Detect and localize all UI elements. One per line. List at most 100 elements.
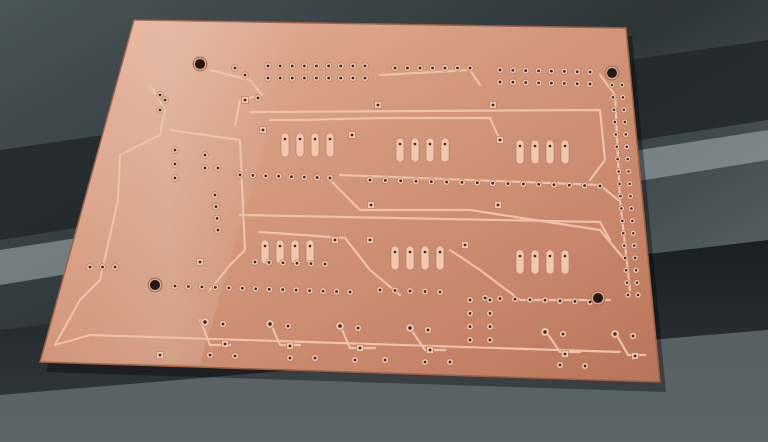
oval-pad <box>395 137 405 163</box>
drill-hole <box>251 174 255 177</box>
drill-hole <box>398 142 402 146</box>
drill-hole <box>629 194 632 198</box>
drill-hole <box>423 290 427 293</box>
drill-hole <box>268 322 272 326</box>
drill-hole <box>393 250 397 254</box>
drill-hole <box>618 182 621 186</box>
drill-hole <box>315 176 319 179</box>
drill-hole <box>588 300 592 304</box>
drill-hole <box>468 298 472 302</box>
drill-hole <box>261 128 265 132</box>
drill-hole <box>491 181 495 185</box>
drill-hole <box>358 346 362 350</box>
drill-hole <box>233 354 237 358</box>
drill-hole <box>363 64 367 68</box>
drill-hole <box>628 182 631 186</box>
drill-hole <box>290 76 294 80</box>
drill-hole <box>408 250 412 254</box>
drill-hole <box>216 166 220 170</box>
drill-hole <box>548 254 552 258</box>
oval-pad <box>425 137 435 163</box>
drill-hole <box>488 325 492 329</box>
drill-hole <box>488 338 492 342</box>
drill-hole <box>293 244 297 248</box>
drill-hole <box>627 170 630 173</box>
drill-hole <box>543 298 547 302</box>
copper-trace <box>543 328 582 354</box>
drill-hole <box>393 289 397 292</box>
drill-hole <box>624 269 628 272</box>
oval-pad <box>325 132 335 158</box>
drill-hole <box>368 238 372 242</box>
drill-hole <box>518 144 522 148</box>
drill-hole <box>621 96 625 99</box>
drill-hole <box>431 66 434 70</box>
oval-pad <box>545 249 555 275</box>
oval-pad <box>440 137 450 163</box>
oval-pad <box>260 239 270 265</box>
drill-hole <box>614 133 618 136</box>
copper-trace <box>208 68 264 127</box>
drill-hole <box>443 66 447 70</box>
oval-pad <box>530 249 540 275</box>
drill-hole <box>543 330 547 334</box>
drill-hole <box>295 261 299 265</box>
drill-hole <box>286 324 290 328</box>
drill-hole <box>460 181 464 184</box>
oval-pad <box>515 249 525 275</box>
drill-hole <box>351 64 355 68</box>
drill-hole <box>214 205 218 209</box>
drill-hole <box>281 288 285 292</box>
copper-trace <box>338 323 377 350</box>
drill-hole <box>552 183 556 187</box>
drill-hole <box>406 66 409 70</box>
drill-hole <box>613 332 617 336</box>
drill-hole <box>267 261 271 264</box>
drill-hole <box>561 332 565 336</box>
drill-hole <box>622 244 626 247</box>
drill-hole <box>254 287 258 291</box>
drill-hole <box>328 137 332 141</box>
drill-hole <box>438 290 442 294</box>
drill-hole <box>203 320 207 324</box>
drill-hole <box>513 297 517 301</box>
drill-hole <box>369 203 373 207</box>
drill-hole <box>622 231 625 235</box>
drill-hole <box>615 145 618 149</box>
drill-hole <box>428 142 432 146</box>
drill-hole <box>288 356 292 360</box>
drill-hole <box>613 120 617 124</box>
mounting-hole <box>195 59 205 69</box>
drill-hole <box>283 137 287 141</box>
drill-hole <box>550 69 553 73</box>
drill-hole <box>533 144 537 148</box>
drill-hole <box>302 76 306 80</box>
drill-hole <box>376 103 380 107</box>
drill-hole <box>227 286 231 290</box>
drill-hole <box>428 348 432 352</box>
drill-hole <box>315 76 318 80</box>
drill-hole <box>333 238 337 242</box>
drill-hole <box>163 98 167 102</box>
drill-hole <box>563 144 567 148</box>
drill-hole <box>537 81 540 85</box>
pad-layer <box>86 62 642 370</box>
drill-hole <box>612 108 616 111</box>
drill-hole <box>537 183 541 186</box>
drill-hole <box>383 358 387 362</box>
oval-pad <box>435 245 445 271</box>
drill-hole <box>408 289 412 293</box>
drill-hole <box>573 300 577 303</box>
drill-hole <box>173 162 177 166</box>
drill-hole <box>445 180 449 184</box>
drill-hole <box>418 66 422 70</box>
drill-hole <box>281 261 285 265</box>
oval-pad <box>405 245 415 271</box>
drill-hole <box>488 311 492 315</box>
oval-pad <box>310 132 320 158</box>
copper-trace <box>248 108 607 182</box>
oval-pad <box>295 132 305 158</box>
drill-hole <box>327 76 331 80</box>
drill-hole <box>378 288 382 292</box>
drill-hole <box>611 96 615 99</box>
